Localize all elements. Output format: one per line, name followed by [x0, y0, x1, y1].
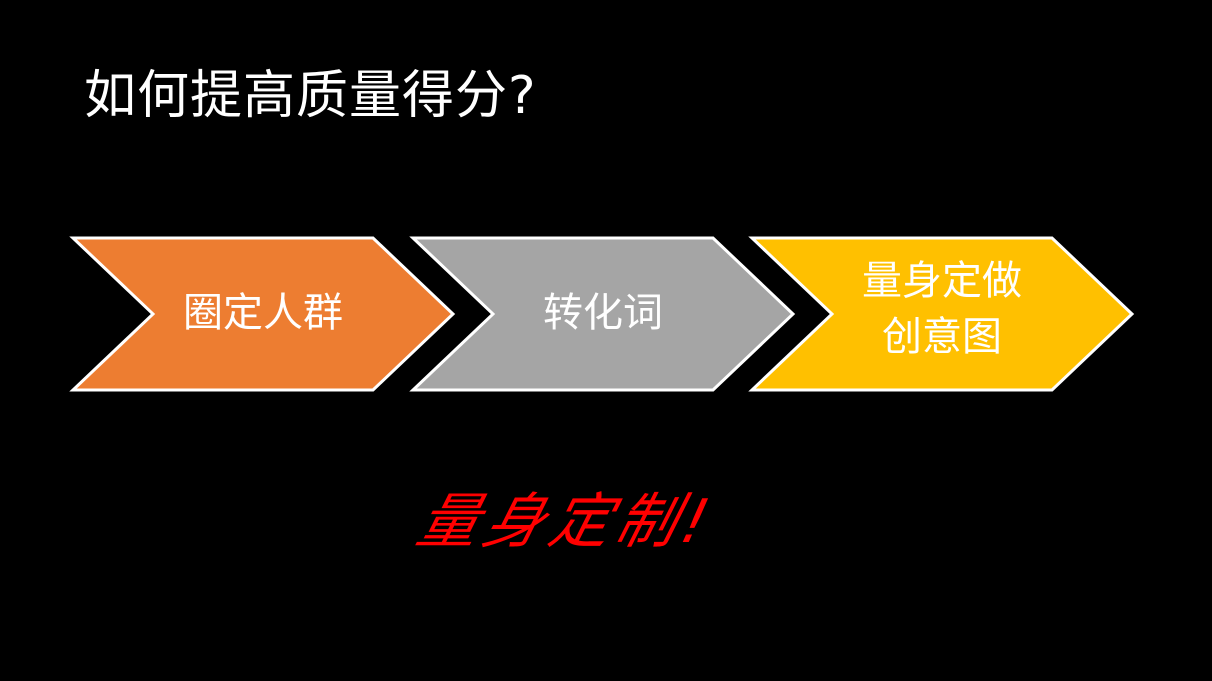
chevron-step-2-label: 转化词	[543, 290, 663, 336]
chevron-step-1	[69, 236, 456, 392]
chevron-step-3	[748, 236, 1135, 392]
tagline: 量身定制!	[410, 487, 722, 557]
slide-title: 如何提高质量得分?	[84, 66, 537, 126]
chevron-step-1-label: 圈定人群	[183, 290, 343, 336]
chevron-step-2	[409, 236, 796, 392]
chevron-step-3-label: 量身定做 创意图	[862, 258, 1022, 360]
